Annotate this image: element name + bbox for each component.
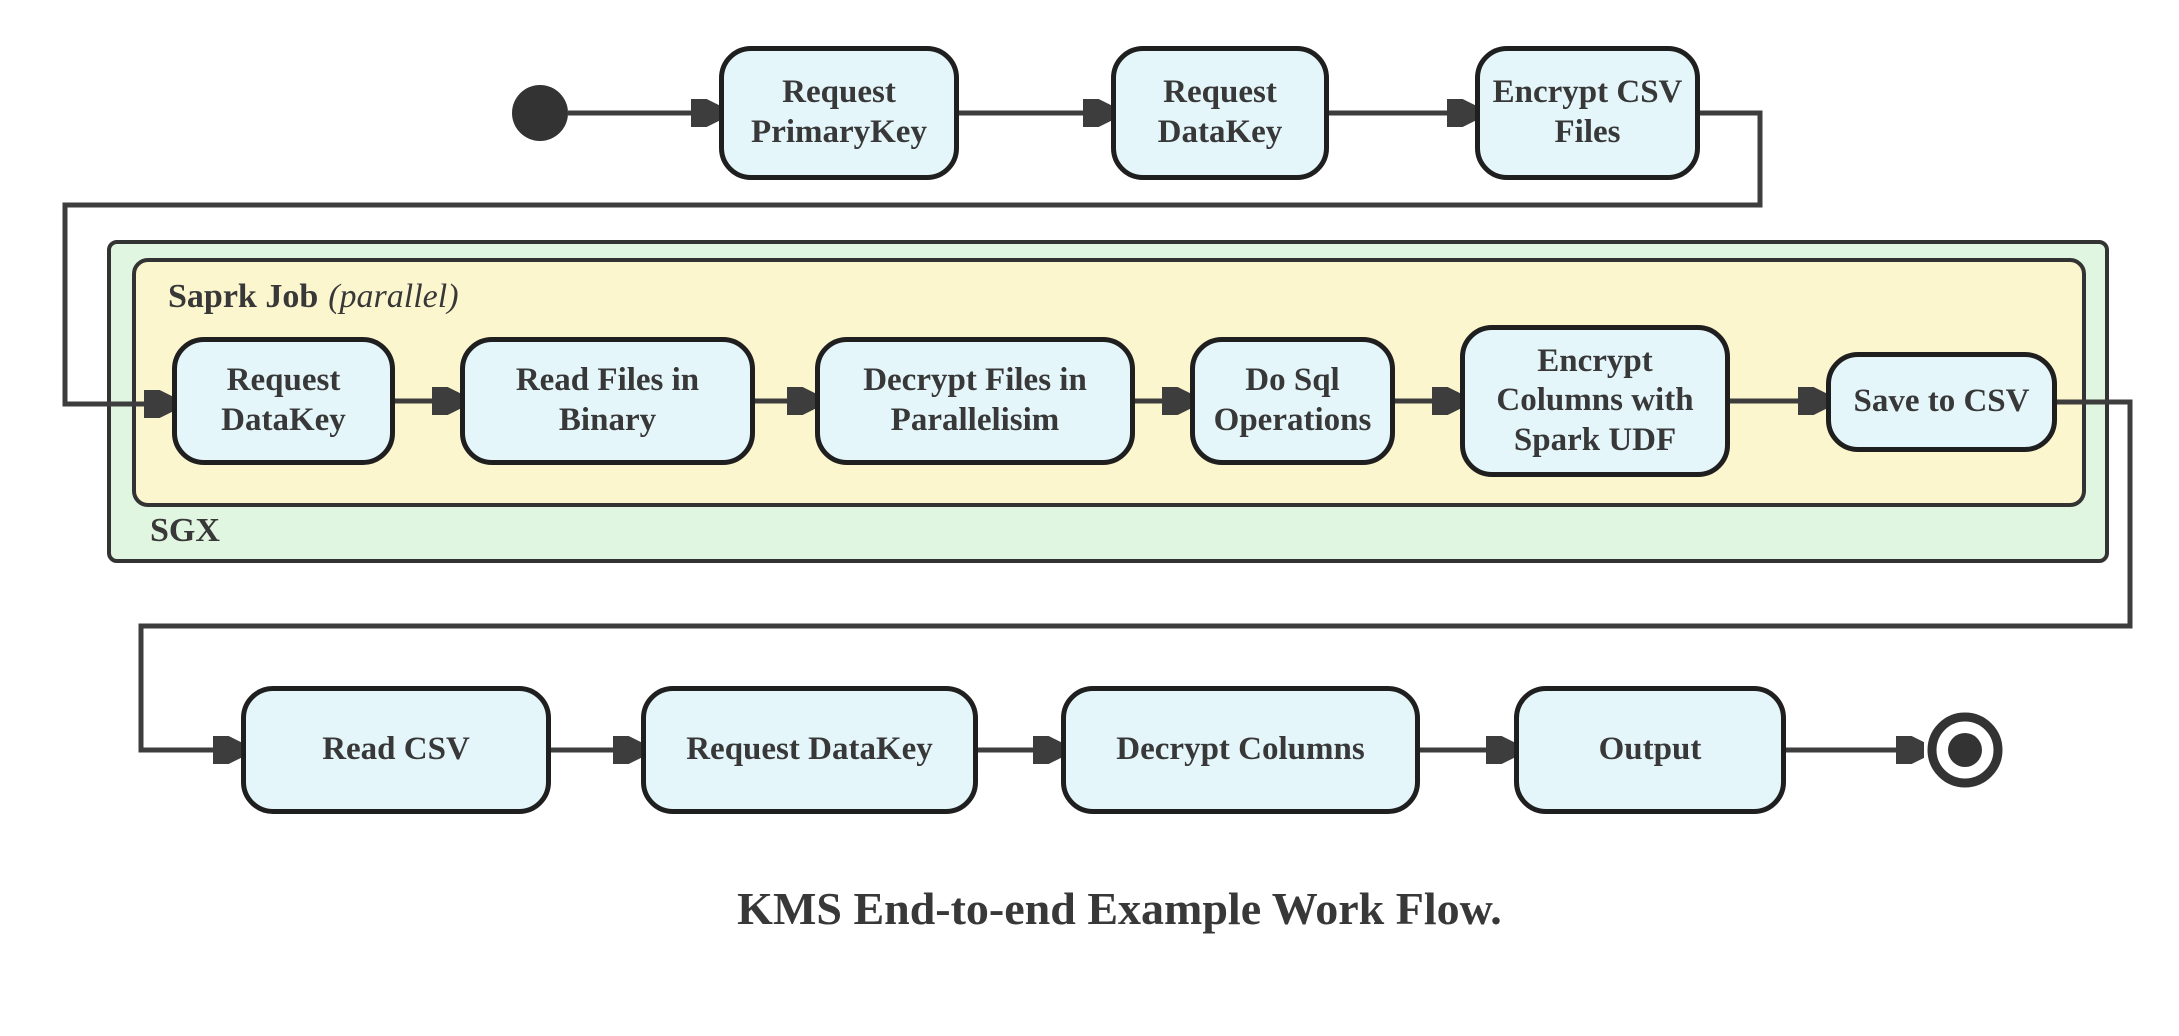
action-encrypt-columns-with-spark-udf: Encrypt Columns with Spark UDF	[1460, 325, 1730, 477]
action-label: Do Sql Operations	[1213, 362, 1372, 438]
action-request-primarykey: Request PrimaryKey	[719, 46, 959, 180]
action-decrypt-files-in-parallelisim: Decrypt Files in Parallelisim	[815, 337, 1135, 465]
initial-node-icon	[512, 85, 568, 141]
action-label: Save to CSV	[1853, 383, 2030, 420]
action-label: Output	[1598, 731, 1702, 768]
final-node-icon	[1927, 712, 2003, 788]
action-request-datakey-top: Request DataKey	[1111, 46, 1329, 180]
action-output: Output	[1514, 686, 1786, 814]
flow-arrow-save-csv-to-read-csv	[138, 399, 2133, 750]
spark-job-label-text: Saprk Job	[168, 278, 319, 315]
action-label: Request DataKey	[1157, 74, 1283, 150]
action-request-datakey-sgx: Request DataKey	[172, 337, 395, 465]
action-decrypt-columns: Decrypt Columns	[1061, 686, 1420, 814]
action-label: Decrypt Files in Parallelisim	[863, 362, 1087, 438]
action-label: Read CSV	[322, 731, 470, 768]
action-read-csv: Read CSV	[241, 686, 551, 814]
action-encrypt-csv-files: Encrypt CSV Files	[1475, 46, 1700, 180]
spark-job-container-label: Saprk Job(parallel)	[168, 278, 459, 316]
action-save-to-csv: Save to CSV	[1826, 352, 2057, 452]
sgx-container-label: SGX	[150, 512, 220, 549]
action-label: Request DataKey	[686, 731, 933, 768]
action-do-sql-operations: Do Sql Operations	[1190, 337, 1395, 465]
action-read-files-in-binary: Read Files in Binary	[460, 337, 755, 465]
action-label: Encrypt Columns with Spark UDF	[1496, 342, 1694, 458]
action-label: Decrypt Columns	[1116, 731, 1365, 768]
action-label: Read Files in Binary	[515, 362, 700, 438]
action-label: Request DataKey	[221, 362, 346, 438]
action-label: Request PrimaryKey	[751, 74, 927, 150]
action-request-datakey-bottom: Request DataKey	[641, 686, 978, 814]
diagram-caption: KMS End-to-end Example Work Flow.	[737, 883, 1502, 934]
flow-arrow-encrypt-csv-to-sgx	[62, 110, 1763, 404]
spark-job-label-annotation: (parallel)	[328, 278, 459, 315]
action-label: Encrypt CSV Files	[1492, 74, 1683, 150]
